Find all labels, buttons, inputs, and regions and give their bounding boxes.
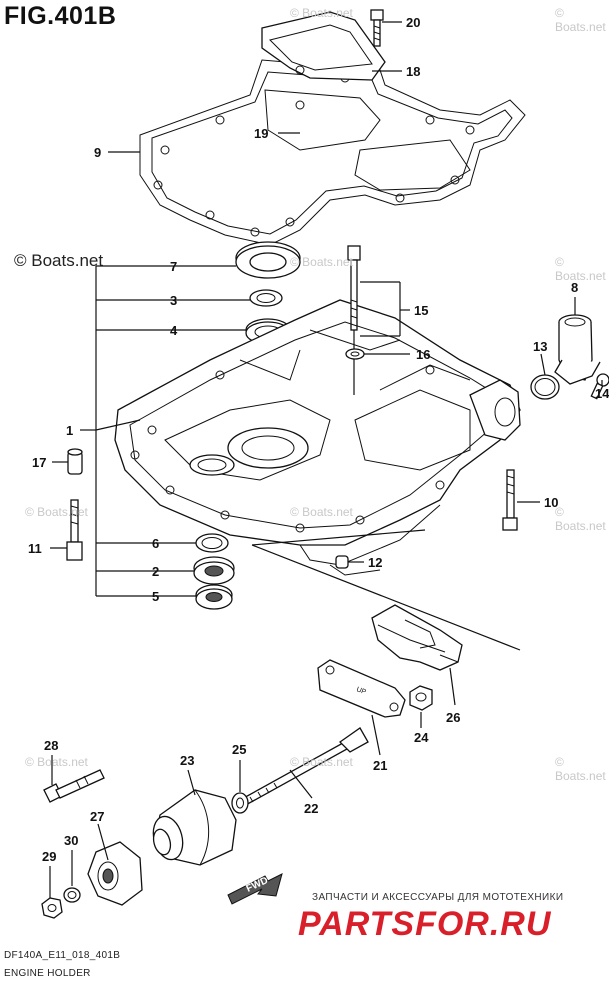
callout-5: 5 — [152, 589, 159, 604]
oil-seal-5 — [195, 584, 233, 610]
nut-24 — [409, 685, 433, 711]
callout-1: 1 — [66, 423, 73, 438]
pipe-fitting-8 — [554, 314, 601, 385]
callout-numbers: 1 2 3 4 5 6 7 8 9 10 11 12 13 14 15 16 1… — [28, 15, 609, 864]
bolt-14 — [590, 373, 609, 400]
watermark: © Boats.net — [290, 505, 353, 519]
o-ring-13 — [530, 374, 560, 400]
callout-14: 14 — [595, 386, 609, 401]
guide-lines — [251, 529, 521, 651]
shaft-22 — [239, 727, 369, 807]
callout-10: 10 — [544, 495, 558, 510]
watermark: © Boats.net — [555, 505, 606, 533]
callout-23: 23 — [180, 753, 194, 768]
watermark: © Boats.net — [290, 255, 353, 269]
bracket-26 — [371, 604, 463, 671]
callout-2: 2 — [152, 564, 159, 579]
callout-19: 19 — [254, 126, 268, 141]
figure-title: FIG.401B — [4, 2, 117, 30]
up-marking: UP — [355, 686, 367, 696]
bolt-15 — [347, 245, 361, 395]
callout-4: 4 — [170, 323, 178, 338]
watermark: © Boats.net — [25, 755, 88, 769]
callout-24: 24 — [414, 730, 429, 745]
dowel-pin-17 — [67, 448, 83, 475]
gasket-9 — [139, 59, 526, 246]
washer-30 — [63, 887, 81, 903]
callout-18: 18 — [406, 64, 420, 79]
cover-plate-18 — [261, 11, 386, 81]
watermark: © Boats.net — [555, 6, 606, 34]
callout-8: 8 — [571, 280, 578, 295]
watermark: © Boats.net — [290, 755, 353, 769]
pin-12 — [335, 555, 349, 569]
callout-30: 30 — [64, 833, 78, 848]
bolt-20 — [370, 9, 384, 47]
model-code: DF140A_E11_018_401B — [4, 950, 121, 961]
o-ring-6 — [195, 533, 229, 553]
oil-seal-7 — [235, 241, 301, 279]
callout-13: 13 — [533, 339, 547, 354]
watermark: © Boats.net — [555, 755, 606, 783]
callout-29: 29 — [42, 849, 56, 864]
callout-7: 7 — [170, 259, 177, 274]
fwd-arrow: FWD — [227, 873, 283, 905]
watermark: © Boats.net — [25, 505, 88, 519]
advert-brand-logo: PARTSFOR.RU — [298, 905, 552, 943]
callout-20: 20 — [406, 15, 420, 30]
rubber-mount-23 — [152, 789, 237, 866]
bolt-10 — [502, 469, 518, 531]
advert-tagline: ЗАПЧАСТИ И АКСЕССУАРЫ ДЛЯ МОТОТЕХНИКИ — [312, 892, 564, 903]
callout-15: 15 — [414, 303, 428, 318]
callout-22: 22 — [304, 801, 318, 816]
washer-25 — [231, 792, 249, 814]
watermark: © Boats.net — [555, 255, 606, 283]
bolt-28 — [43, 769, 105, 803]
nut-29 — [41, 897, 63, 919]
callout-17: 17 — [32, 455, 46, 470]
washer-16 — [345, 348, 365, 360]
callout-28: 28 — [44, 738, 58, 753]
callout-11: 11 — [28, 541, 42, 556]
cap-27 — [87, 841, 143, 906]
copyright-notice: © Boats.net — [14, 251, 104, 270]
engine-holder-body-1 — [114, 299, 521, 576]
callout-27: 27 — [90, 809, 104, 824]
watermark: © Boats.net — [290, 6, 353, 20]
callout-21: 21 — [373, 758, 387, 773]
callout-6: 6 — [152, 536, 159, 551]
callout-26: 26 — [446, 710, 460, 725]
callout-16: 16 — [416, 347, 430, 362]
leader-lines — [49, 21, 603, 898]
bolt-11 — [66, 499, 83, 561]
bearing-2 — [193, 556, 235, 585]
callout-3: 3 — [170, 293, 177, 308]
callout-9: 9 — [94, 145, 101, 160]
plate-21: UP — [317, 659, 406, 718]
figure-caption: ENGINE HOLDER — [4, 968, 91, 979]
callout-12: 12 — [368, 555, 382, 570]
o-ring-3 — [249, 289, 283, 307]
callout-25: 25 — [232, 742, 246, 757]
